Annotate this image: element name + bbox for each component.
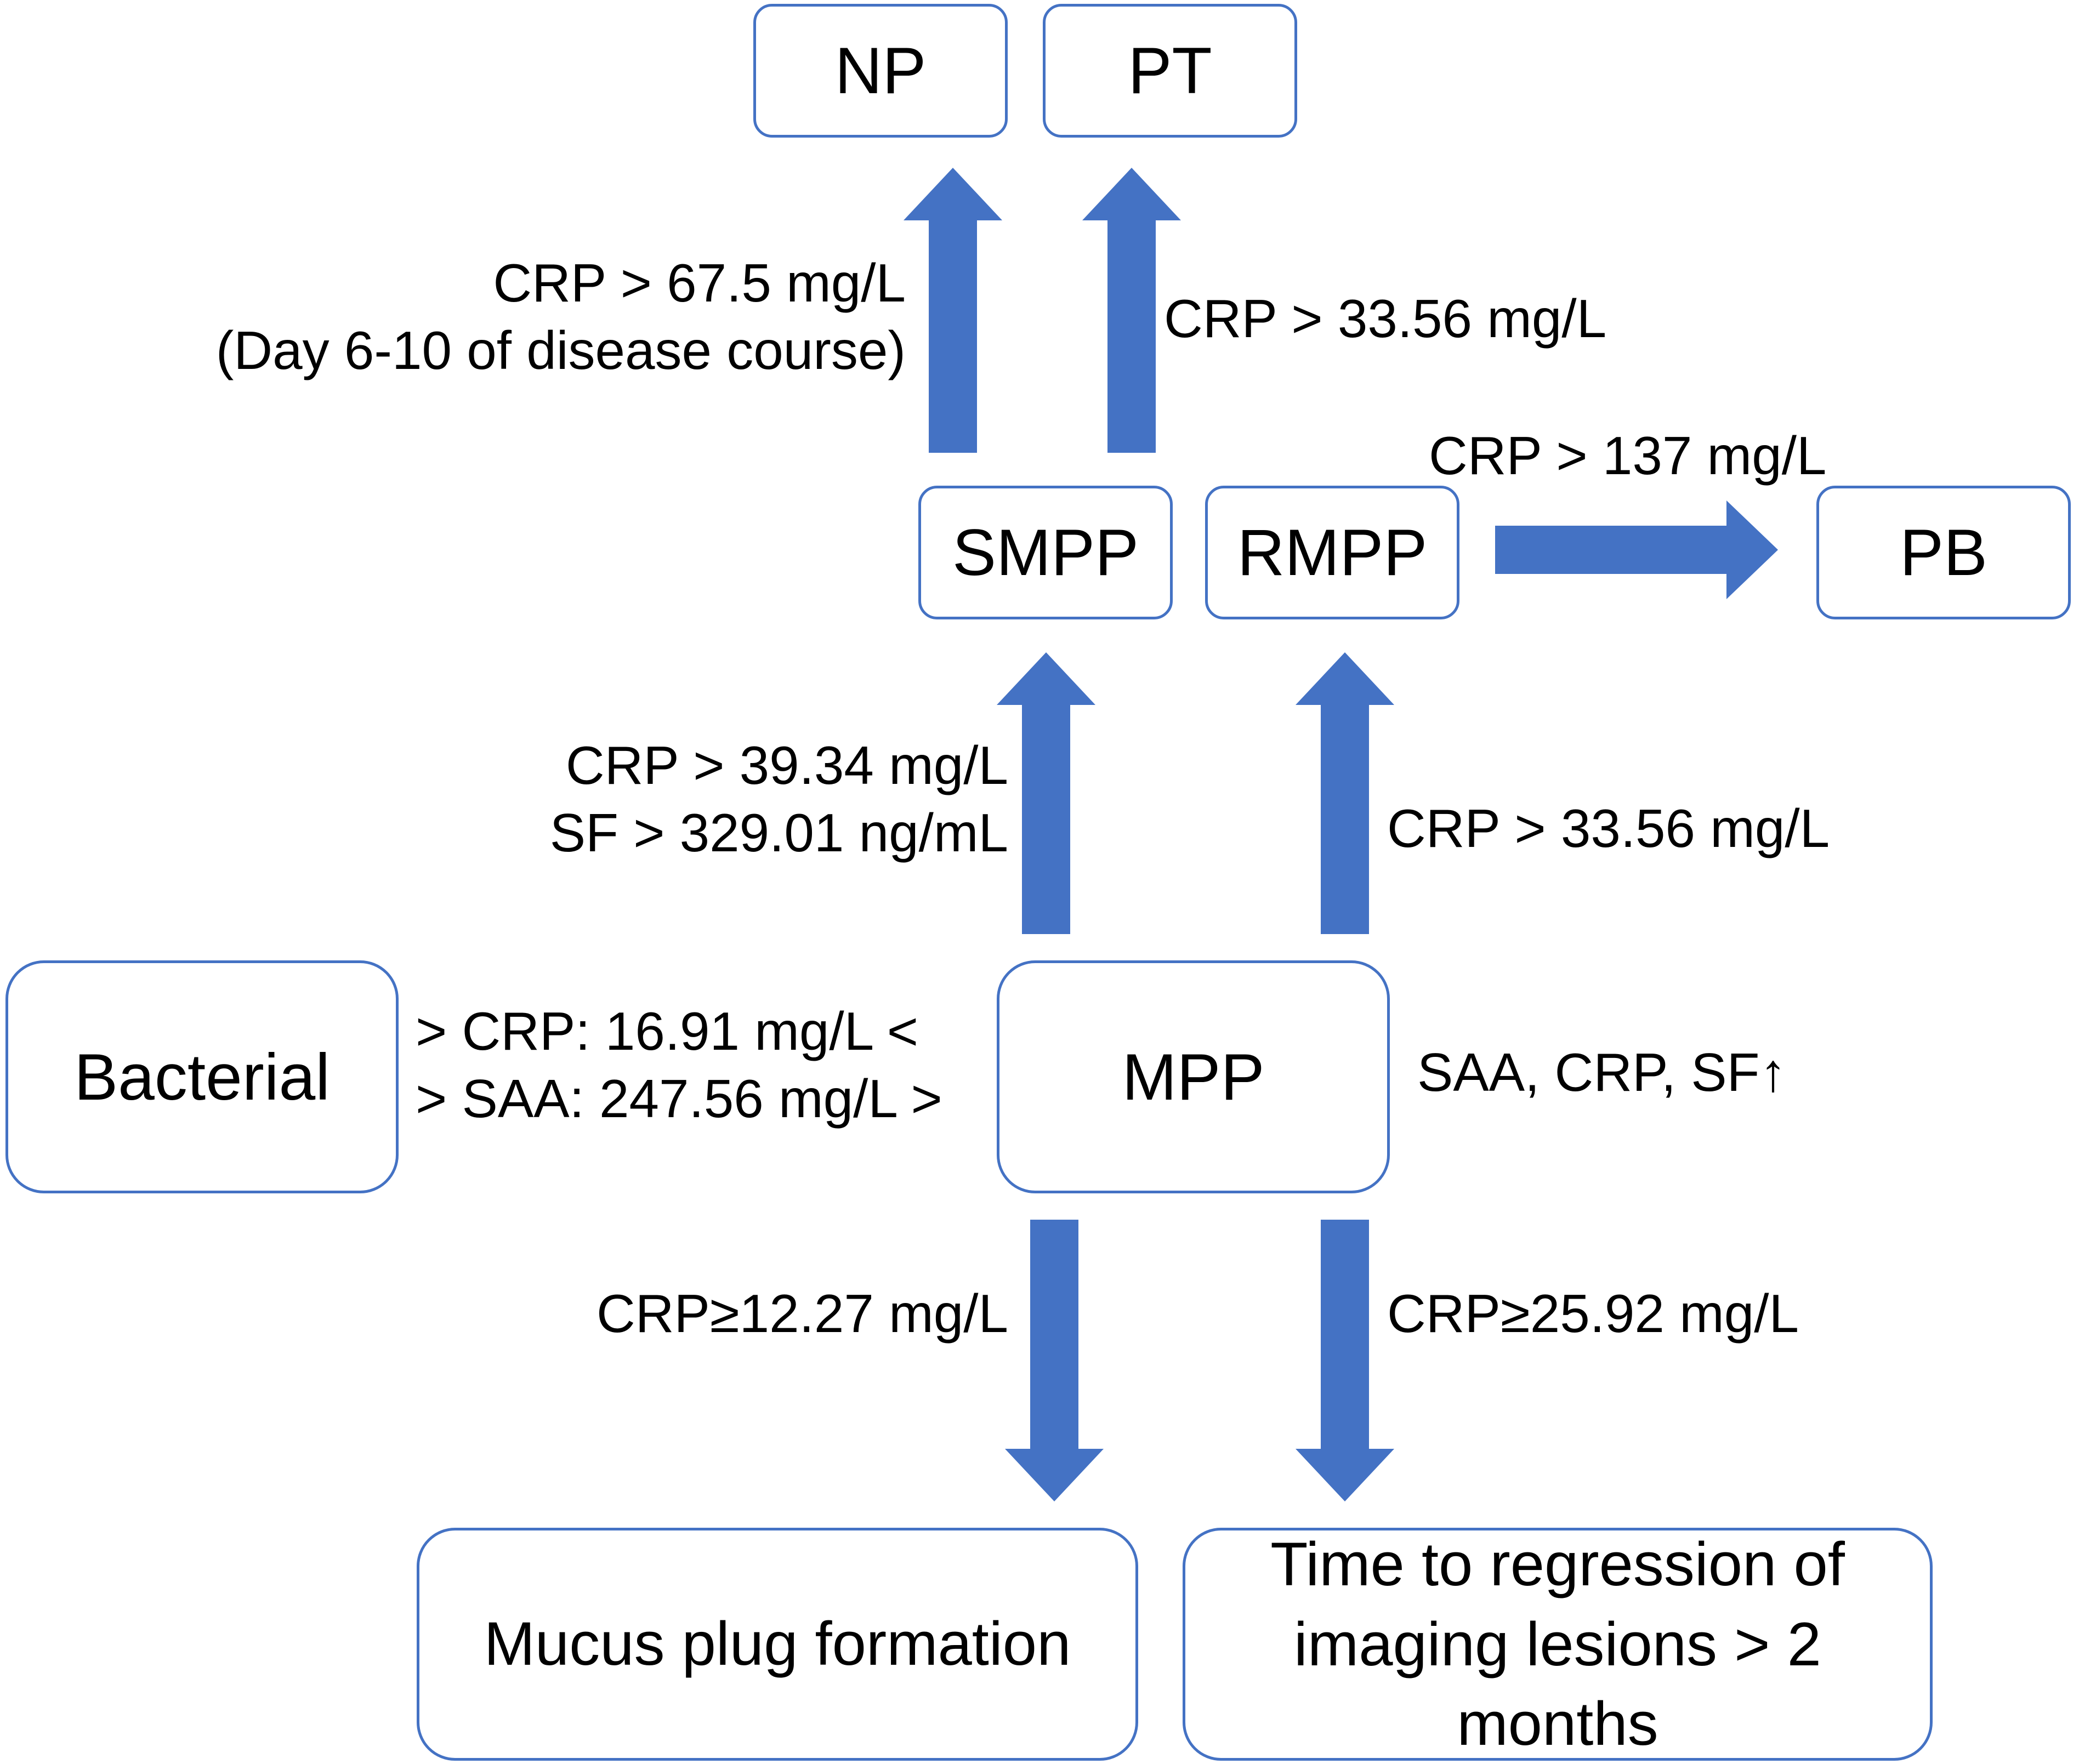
node-pb-label: PB [1899, 516, 1988, 589]
label-np-line2: (Day 6-10 of disease course) [215, 320, 906, 380]
label-smpp-line2: SF > 329.01 ng/mL [549, 802, 1008, 863]
node-regression: Time to regression of imaging lesions > … [1183, 1528, 1933, 1761]
label-bacterial-line1: > CRP: 16.91 mg/L < [416, 1001, 918, 1061]
label-mucus-criteria: CRP≥12.27 mg/L [597, 1280, 1008, 1347]
node-pt-label: PT [1128, 34, 1212, 107]
label-np-criteria: CRP > 67.5 mg/L (Day 6-10 of disease cou… [216, 249, 906, 384]
label-pt-line1: CRP > 33.56 mg/L [1164, 288, 1607, 349]
node-regression-label: Time to regression of imaging lesions > … [1270, 1530, 1845, 1759]
arrow-mpp-to-rmpp [1296, 652, 1394, 934]
node-np-label: NP [834, 34, 927, 107]
label-regression-criteria: CRP≥25.92 mg/L [1387, 1280, 1799, 1347]
label-bacterial-criteria: > CRP: 16.91 mg/L < > SAA: 247.56 mg/L > [416, 998, 942, 1132]
node-bacterial: Bacterial [5, 960, 399, 1193]
label-smpp-line1: CRP > 39.34 mg/L [565, 735, 1008, 795]
arrow-mpp-to-regression [1296, 1220, 1394, 1501]
node-mucus-label: Mucus plug formation [484, 1609, 1071, 1678]
node-pt: PT [1043, 4, 1297, 138]
label-np-line1: CRP > 67.5 mg/L [493, 253, 906, 313]
label-mpp-markers-line1: SAA, CRP, SF↑ [1417, 1042, 1787, 1102]
label-mucus-line1: CRP≥12.27 mg/L [596, 1283, 1008, 1344]
node-rmpp: RMPP [1205, 486, 1459, 619]
arrow-rmpp-to-pb [1495, 500, 1778, 599]
arrow-mpp-to-mucus [1005, 1220, 1104, 1501]
node-smpp-label: SMPP [952, 516, 1139, 589]
label-rmpp-line1: CRP > 33.56 mg/L [1387, 798, 1830, 858]
node-mpp: MPP [997, 960, 1390, 1193]
arrow-smpp-to-pt [1082, 168, 1181, 453]
label-regression-line1: CRP≥25.92 mg/L [1387, 1283, 1799, 1344]
label-bacterial-line2: > SAA: 247.56 mg/L > [416, 1068, 942, 1129]
node-np: NP [753, 4, 1008, 138]
label-pb-line1: CRP > 137 mg/L [1429, 425, 1827, 486]
label-rmpp-criteria: CRP > 33.56 mg/L [1387, 795, 1830, 862]
label-pb-criteria: CRP > 137 mg/L [1429, 422, 1826, 490]
label-mpp-markers: SAA, CRP, SF↑ [1417, 1039, 1787, 1106]
arrow-mpp-to-smpp [997, 652, 1095, 934]
label-pt-criteria: CRP > 33.56 mg/L [1164, 285, 1606, 352]
node-rmpp-label: RMPP [1237, 516, 1428, 589]
node-pb: PB [1816, 486, 2071, 619]
node-mucus: Mucus plug formation [417, 1528, 1138, 1761]
arrow-smpp-to-np [904, 168, 1002, 453]
label-smpp-criteria: CRP > 39.34 mg/L SF > 329.01 ng/mL [550, 732, 1008, 866]
node-mpp-label: MPP [1122, 1040, 1265, 1114]
node-bacterial-label: Bacterial [74, 1040, 330, 1114]
node-smpp: SMPP [918, 486, 1173, 619]
